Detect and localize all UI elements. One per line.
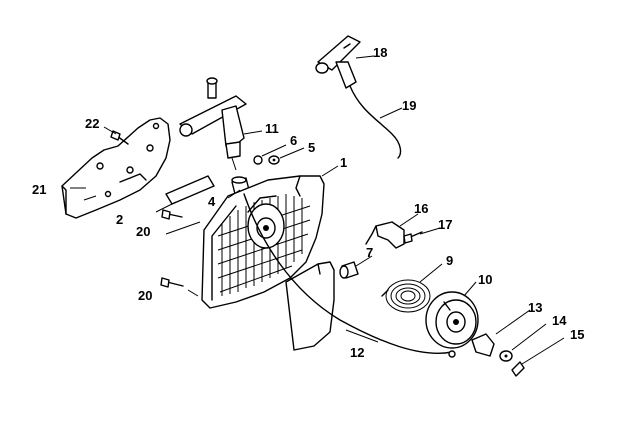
callout-labels: 22 21 2 20 20 4 11 6 5 1 7 9 10 12 13 14… xyxy=(32,45,584,360)
callout-15: 15 xyxy=(570,327,584,342)
part-12-starter-rope xyxy=(243,193,456,358)
callout-1: 1 xyxy=(340,155,347,170)
callout-17: 17 xyxy=(438,217,452,232)
callout-7: 7 xyxy=(366,245,373,260)
part-1-lower-panel xyxy=(285,261,335,351)
part-5-washer xyxy=(268,155,280,165)
callout-22: 22 xyxy=(85,116,99,131)
callout-19: 19 xyxy=(402,98,416,113)
callout-4: 4 xyxy=(208,194,216,209)
part-9-rewind-spring xyxy=(381,279,431,313)
part-13-pawl xyxy=(471,333,495,357)
callout-21: 21 xyxy=(32,182,46,197)
callout-13: 13 xyxy=(528,300,542,315)
part-2-plate xyxy=(165,175,215,205)
part-11-starter-grip xyxy=(179,77,247,171)
part-7-pin xyxy=(339,261,359,279)
part-10-rope-rotor xyxy=(425,291,479,349)
callout-11: 11 xyxy=(265,121,279,136)
callout-6: 6 xyxy=(290,133,297,148)
part-19-rope xyxy=(349,85,402,159)
callout-18: 18 xyxy=(373,45,387,60)
part-6-nut xyxy=(253,155,263,165)
part-17-screw xyxy=(403,231,423,244)
callout-10: 10 xyxy=(478,272,492,287)
leader-lines xyxy=(70,55,565,365)
callout-14: 14 xyxy=(552,313,567,328)
part-20-screw-upper xyxy=(161,209,183,220)
part-14-washer xyxy=(499,350,513,362)
callout-5: 5 xyxy=(308,140,315,155)
callout-9: 9 xyxy=(446,253,453,268)
callout-20-upper: 20 xyxy=(136,224,150,239)
part-15-clip xyxy=(511,361,525,377)
callout-2: 2 xyxy=(116,212,123,227)
part-1-fan-housing xyxy=(201,175,325,309)
part-22-screw xyxy=(110,130,129,145)
callout-12: 12 xyxy=(350,345,364,360)
callout-16: 16 xyxy=(414,201,428,216)
callout-20-lower: 20 xyxy=(138,288,152,303)
part-16-pawl xyxy=(365,221,405,249)
part-21-cover-plate xyxy=(61,117,171,219)
part-18-handle xyxy=(315,35,361,89)
part-20-screw-lower xyxy=(160,277,184,288)
